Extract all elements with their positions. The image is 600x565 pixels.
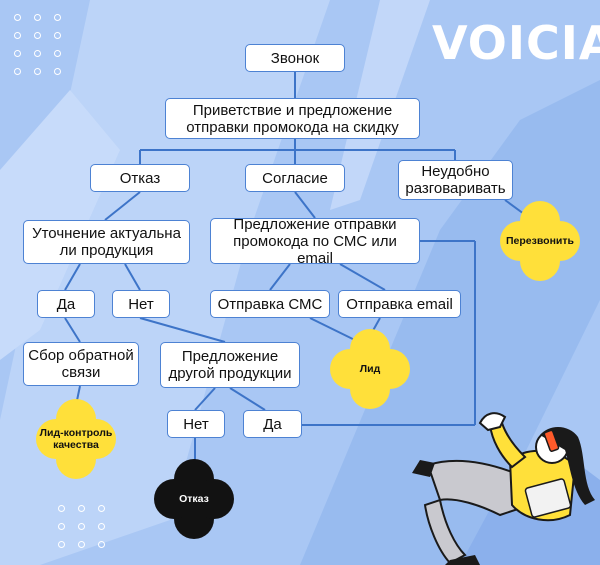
outcome-rejection: Отказ <box>153 458 235 540</box>
node-send-sms: Отправка СМС <box>210 290 330 318</box>
decorative-dots-bottom <box>58 505 118 565</box>
decorative-dots <box>14 14 74 84</box>
node-offer-promo-label: Предложение отправки промокода по СМС ил… <box>233 215 397 267</box>
node-clarify: Уточнение актуальна ли продукция <box>23 220 190 264</box>
node-greeting: Приветствие и предложение отправки промо… <box>165 98 420 139</box>
node-feedback: Сбор обратной связи <box>23 342 139 386</box>
clover-shape-icon <box>36 399 116 479</box>
node-send-email: Отправка email <box>338 290 461 318</box>
outcome-lead-label: Лид <box>359 363 381 375</box>
node-send-email-label: Отправка email <box>346 295 453 313</box>
node-refusal: Отказ <box>90 164 190 192</box>
outcome-lead-quality-label: Лид-контроль качества <box>39 427 113 451</box>
node-yes-2: Да <box>243 410 302 438</box>
node-inconvenient: Неудобно разговаривать <box>398 160 513 200</box>
node-greeting-label: Приветствие и предложение отправки промо… <box>186 101 399 136</box>
clover-shape-icon <box>154 459 234 539</box>
node-call: Звонок <box>245 44 345 72</box>
node-consent-label: Согласие <box>262 169 328 187</box>
person-on-phone-illustration <box>412 412 600 565</box>
node-no-1: Нет <box>112 290 170 318</box>
node-yes-1-label: Да <box>56 295 76 313</box>
outcome-lead-quality: Лид-контроль качества <box>35 398 117 480</box>
node-feedback-label: Сбор обратной связи <box>28 347 134 381</box>
node-no-2: Нет <box>167 410 225 438</box>
node-other-product-label: Предложение другой продукции <box>168 348 292 382</box>
outcome-lead: Лид <box>329 328 411 410</box>
outcome-callback: Перезвонить <box>499 200 581 282</box>
node-send-sms-label: Отправка СМС <box>217 295 323 313</box>
brand-logo: VOICIA <box>432 16 600 70</box>
node-yes-1: Да <box>37 290 95 318</box>
node-clarify-label: Уточнение актуальна ли продукция <box>32 225 181 259</box>
node-offer-promo: Предложение отправки промокода по СМС ил… <box>210 215 420 267</box>
outcome-rejection-label: Отказ <box>179 493 209 505</box>
node-call-label: Звонок <box>270 49 320 67</box>
clover-shape-icon <box>330 329 410 409</box>
node-consent: Согласие <box>245 164 345 192</box>
clover-shape-icon <box>500 201 580 281</box>
node-no-1-label: Нет <box>128 295 154 313</box>
node-inconvenient-label: Неудобно разговаривать <box>405 163 506 197</box>
node-yes-2-label: Да <box>263 415 282 433</box>
outcome-callback-label: Перезвонить <box>506 235 574 247</box>
node-other-product: Предложение другой продукции <box>160 342 300 388</box>
node-refusal-label: Отказ <box>119 169 161 187</box>
node-no-2-label: Нет <box>183 415 209 433</box>
